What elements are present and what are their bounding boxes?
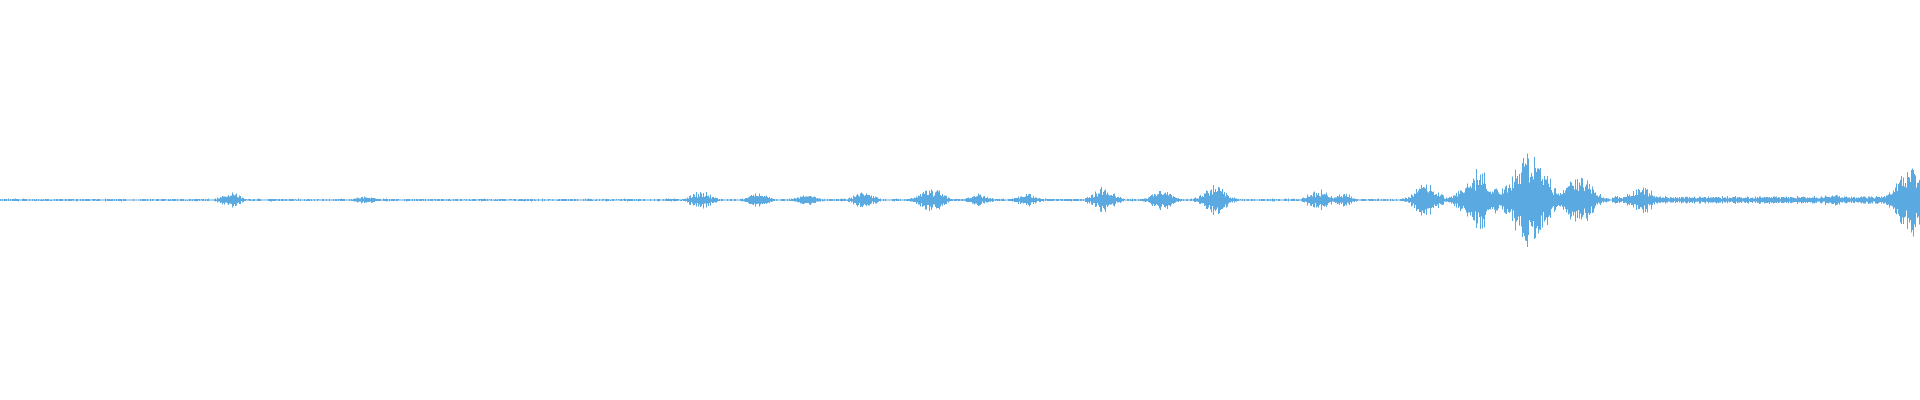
waveform-canvas	[0, 153, 1920, 247]
audio-waveform	[0, 153, 1920, 247]
